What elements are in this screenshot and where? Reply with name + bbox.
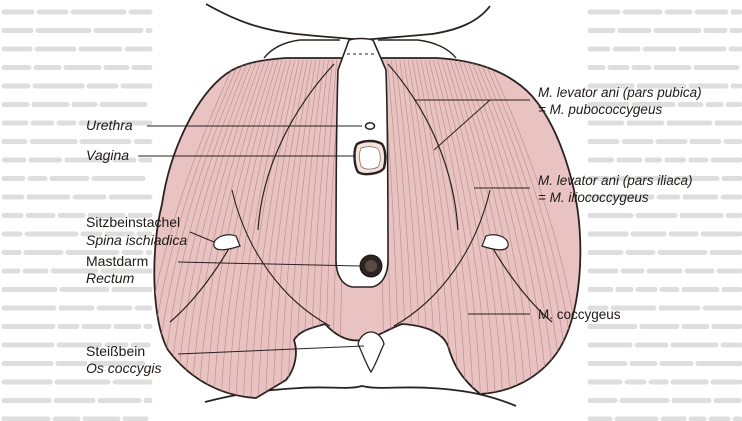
urethra-opening	[366, 123, 375, 129]
label-iliococcygeus-line2: = M. iliococcygeus	[538, 189, 649, 206]
label-urethra: Urethra	[86, 117, 133, 134]
label-pubococcygeus-line1: M. levator ani (pars pubica)	[538, 84, 702, 101]
label-coccyx-latin: Os coccygis	[86, 360, 161, 377]
label-ischial-spine-german: Sitzbeinstachel	[86, 214, 180, 231]
label-vagina: Vagina	[86, 147, 129, 164]
label-rectum-german: Mastdarm	[86, 253, 148, 270]
label-coccyx-german: Steißbein	[86, 343, 145, 360]
pubic-contour-right	[378, 40, 456, 58]
vagina-lumen	[360, 147, 381, 170]
upper-body-contour	[206, 4, 490, 40]
coccyx-bone	[358, 332, 384, 372]
label-rectum-latin: Rectum	[86, 270, 134, 287]
label-ischial-spine-latin: Spina ischiadica	[86, 232, 187, 249]
label-iliococcygeus-line1: M. levator ani (pars iliaca)	[538, 172, 693, 189]
label-coccygeus: M. coccygeus	[538, 306, 621, 323]
label-pubococcygeus-line2: = M. pubococcygeus	[538, 101, 662, 118]
pubic-contour-left	[264, 40, 340, 58]
rectum-lumen	[365, 260, 377, 272]
